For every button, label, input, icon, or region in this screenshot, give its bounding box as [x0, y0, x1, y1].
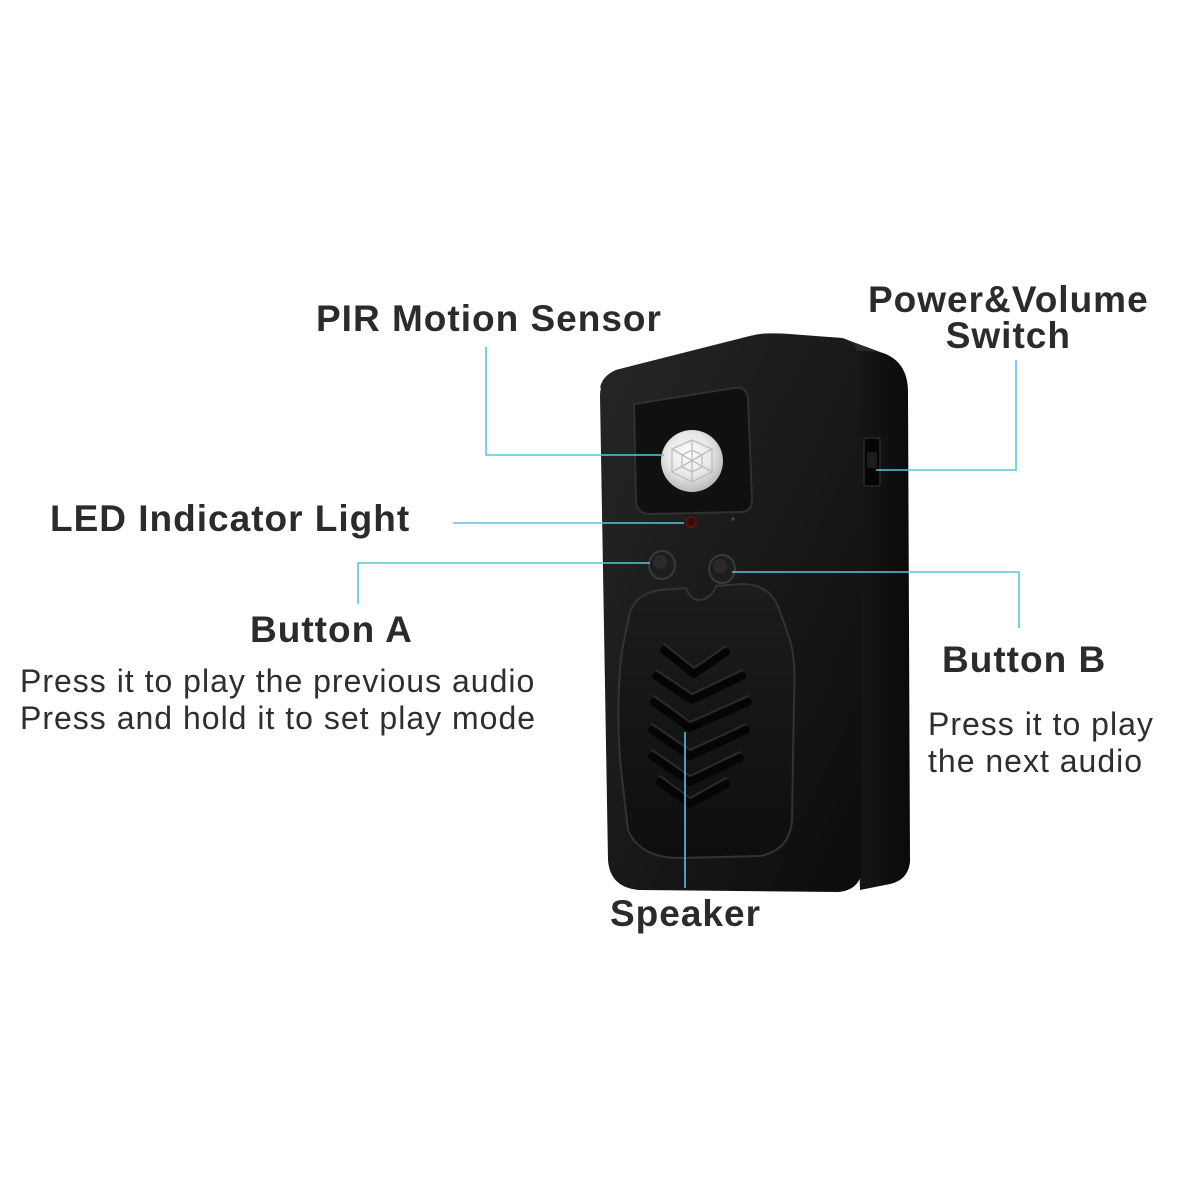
- label-speaker: Speaker: [610, 893, 761, 934]
- button-a[interactable]: [648, 550, 676, 580]
- label-power-volume-line2: Switch: [945, 315, 1071, 356]
- label-button-b-description: Press it to play the next audio: [928, 706, 1154, 780]
- label-led-indicator-light: LED Indicator Light: [50, 498, 411, 539]
- leader-lines: [357, 347, 1020, 888]
- label-pir-motion-sensor: PIR Motion Sensor: [316, 298, 662, 339]
- label-power-volume-line1: Power&Volume: [868, 279, 1149, 320]
- label-button-a: Button A: [250, 609, 413, 650]
- leader-line-power: [876, 360, 1017, 471]
- label-button-b: Button B: [942, 639, 1107, 680]
- leader-line-pir: [485, 347, 664, 456]
- label-power-volume-switch: Power&Volume Switch: [868, 279, 1149, 356]
- power-volume-switch[interactable]: [863, 437, 881, 487]
- led-indicator: [685, 516, 697, 528]
- button-a-desc-line1: Press it to play the previous audio: [20, 663, 536, 699]
- button-b-desc-line1: Press it to play: [928, 706, 1154, 742]
- label-button-a-description: Press it to play the previous audio Pres…: [20, 663, 536, 737]
- leader-line-button-a: [357, 562, 650, 604]
- button-b[interactable]: [708, 554, 736, 584]
- motion-sensor-device: [600, 333, 910, 892]
- pir-sensor-dome: [661, 430, 723, 492]
- leader-line-button-b: [732, 571, 1020, 628]
- button-b-desc-line2: the next audio: [928, 743, 1144, 779]
- button-a-desc-line2: Press and hold it to set play mode: [20, 700, 537, 736]
- speaker-grille: [648, 646, 752, 808]
